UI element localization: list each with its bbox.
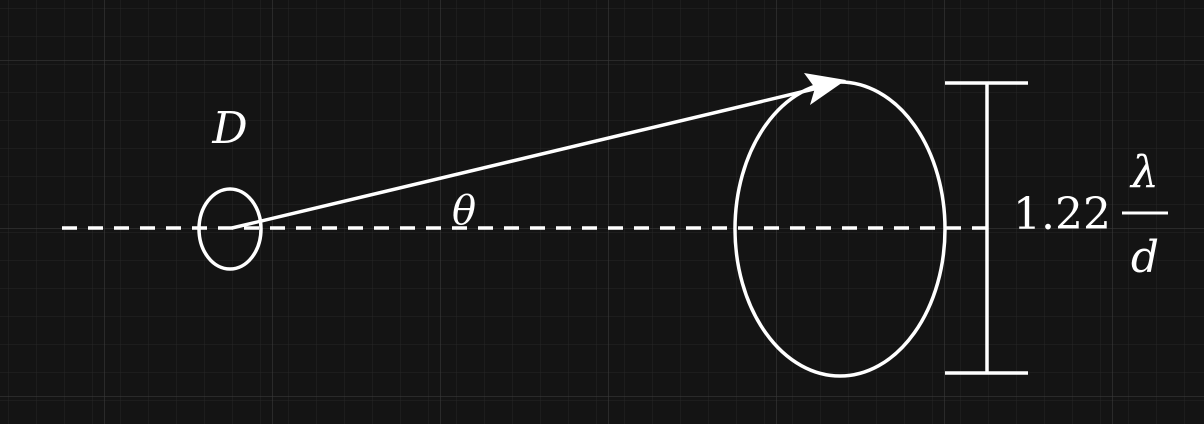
ray-line bbox=[231, 86, 819, 230]
aperture-circle bbox=[197, 187, 263, 271]
width-denominator-label: d bbox=[1131, 232, 1159, 283]
aperture-label: D bbox=[211, 103, 247, 154]
width-numerator-label: λ bbox=[1129, 147, 1159, 198]
angle-label: θ bbox=[452, 188, 476, 234]
width-coefficient-label: 1.22 bbox=[1013, 189, 1111, 240]
ray-arrowhead bbox=[804, 73, 846, 105]
